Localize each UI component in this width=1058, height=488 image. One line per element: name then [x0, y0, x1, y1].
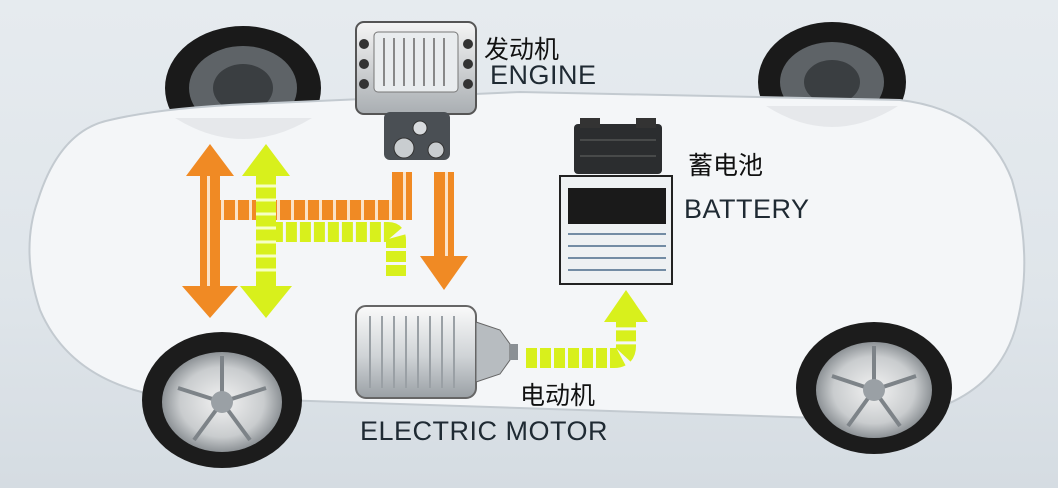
yellow-arrow-down [240, 286, 292, 318]
orange-arrow-down [182, 286, 238, 318]
yellow-arrow-up [242, 144, 290, 176]
battery-label-en: BATTERY [684, 194, 810, 224]
yellow-arrow-to-battery [604, 290, 648, 322]
battery-label-cn: 蓄电池 [688, 151, 764, 180]
engine-icon [355, 21, 477, 160]
engine-power-flow [182, 144, 468, 318]
motor-label-en: ELECTRIC MOTOR [360, 416, 609, 446]
electric-motor-icon [355, 305, 518, 399]
battery-icon [559, 118, 673, 285]
front-right-wheel [796, 322, 952, 454]
motor-power-flow [240, 144, 648, 368]
front-left-wheel [142, 332, 302, 468]
motor-label-cn: 电动机 [520, 381, 596, 410]
engine-label-en: ENGINE [490, 60, 597, 90]
orange-arrow-to-motor [420, 256, 468, 290]
orange-arrow-up [186, 144, 234, 176]
engine-label-cn: 发动机 [484, 35, 560, 64]
